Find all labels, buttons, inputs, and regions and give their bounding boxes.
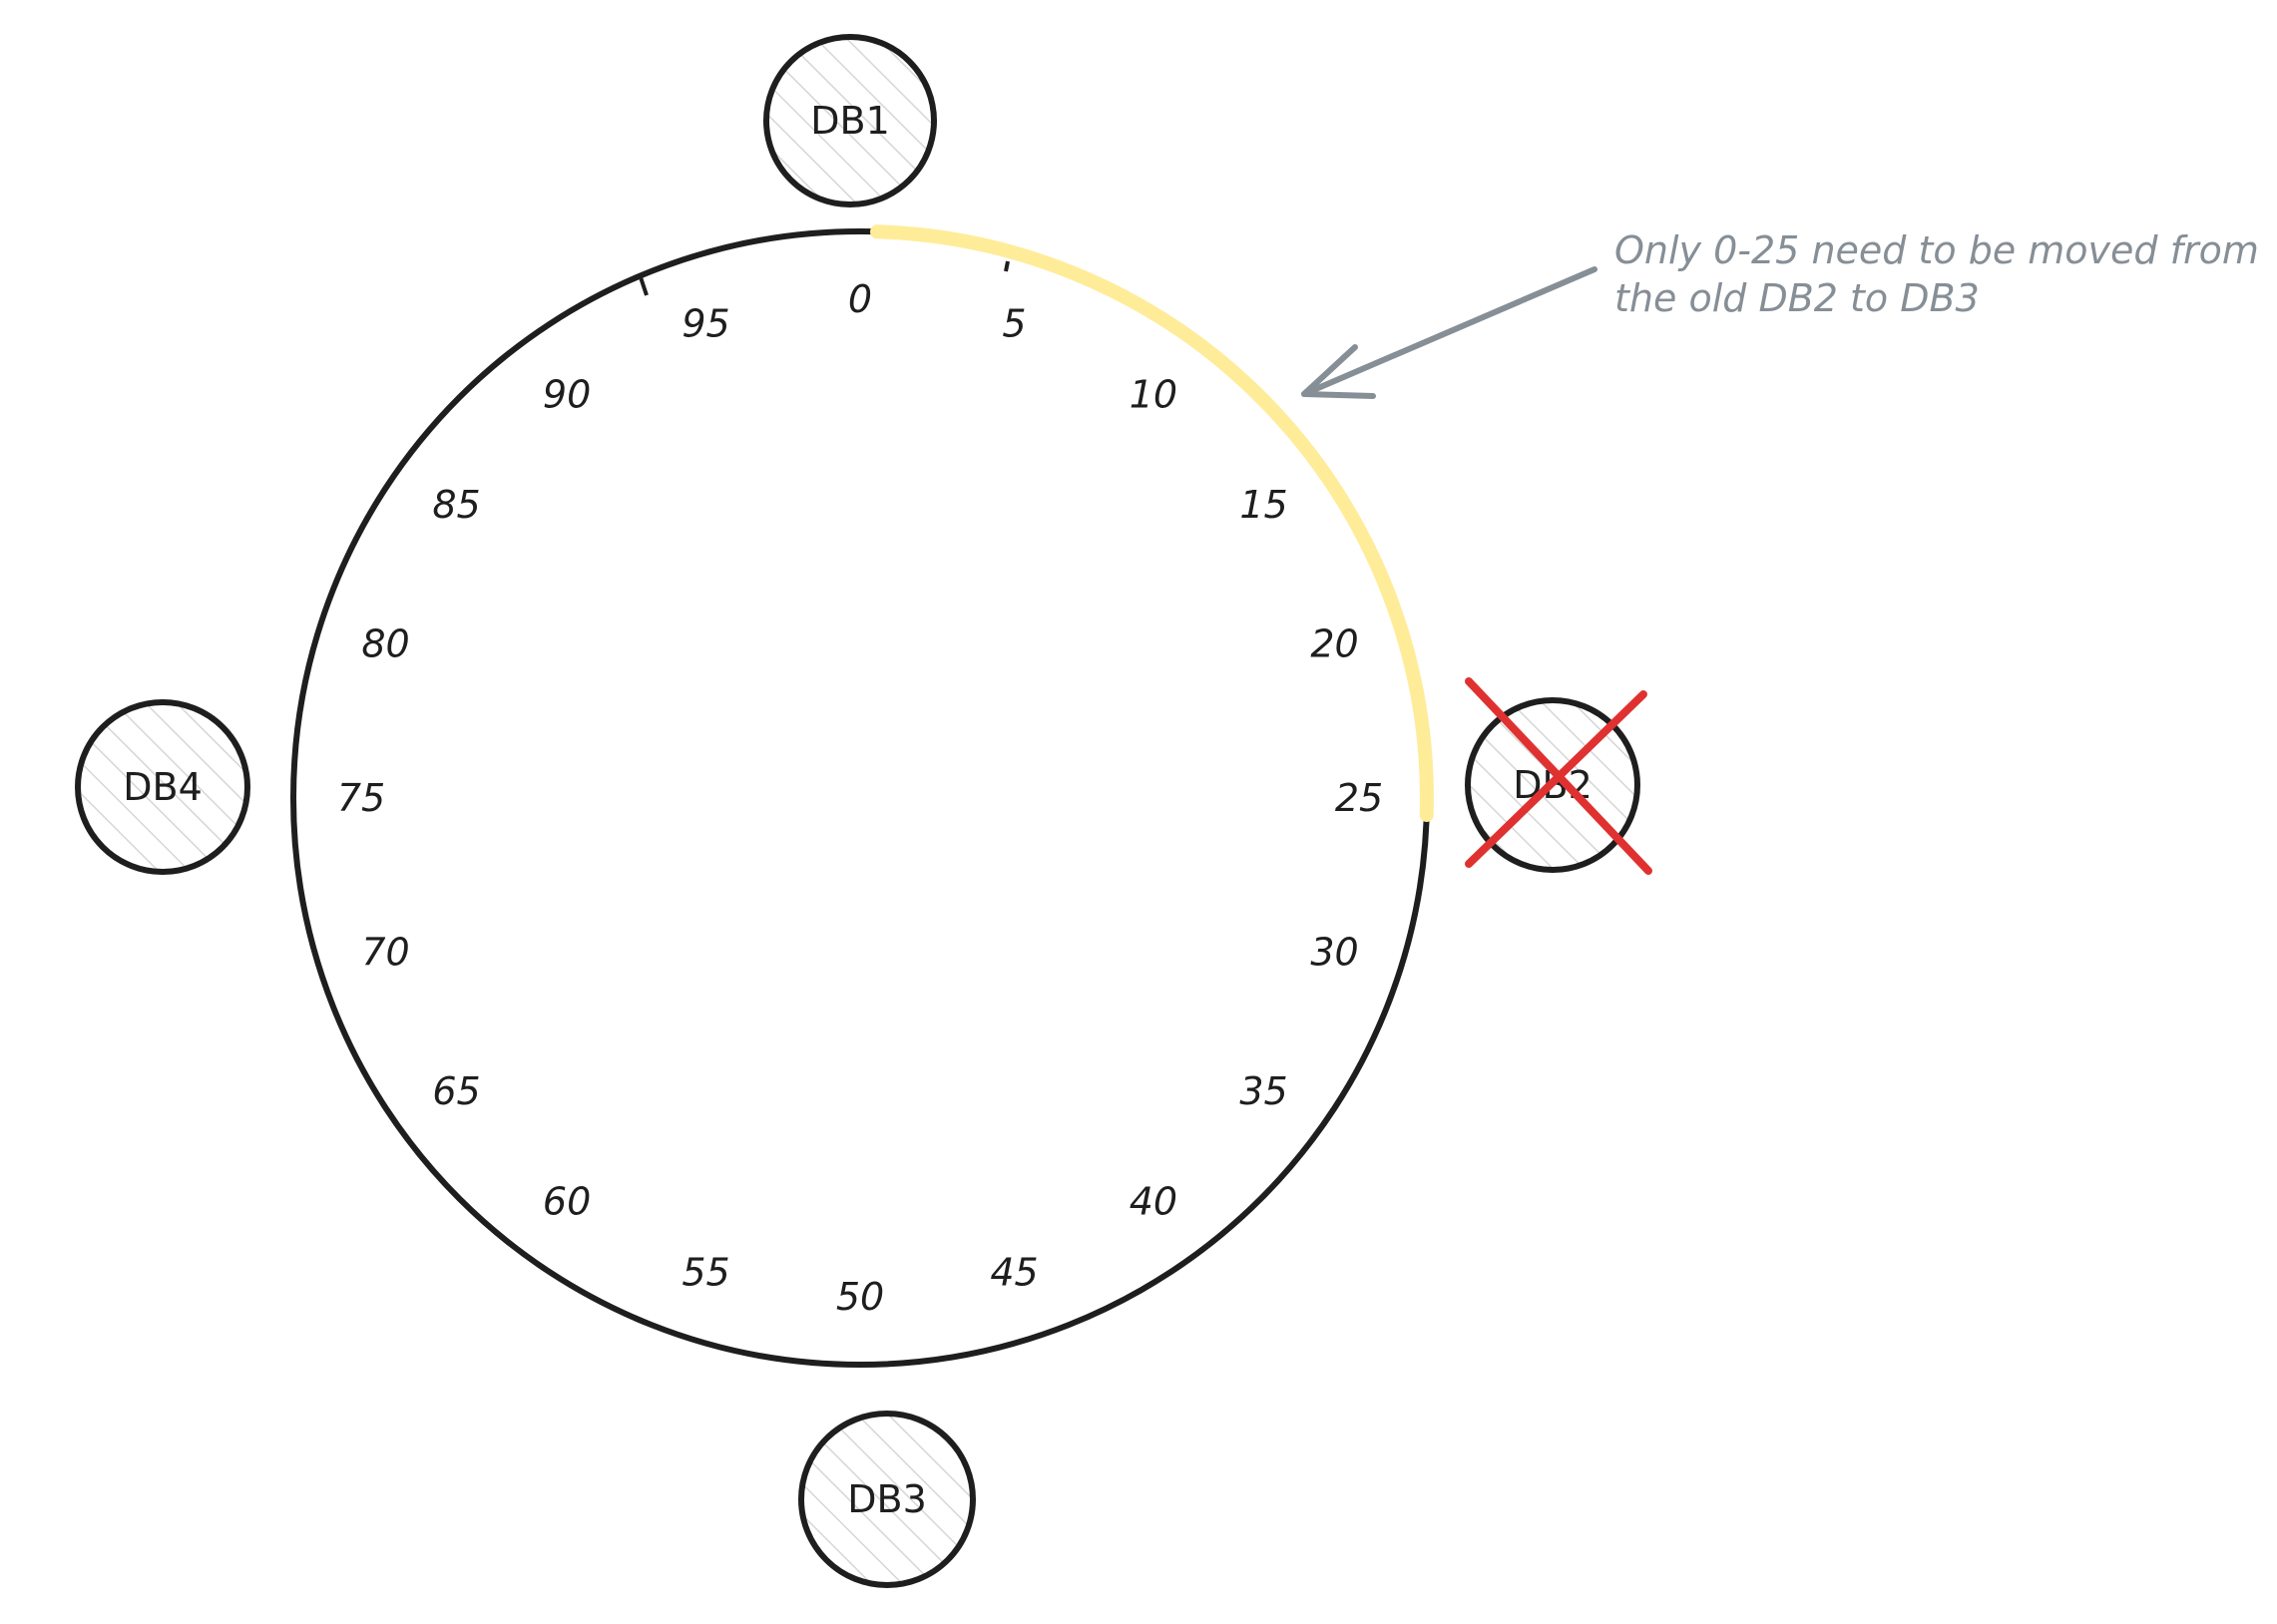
ring-tick-label: 60 bbox=[543, 1180, 591, 1224]
ring-tick-label: 75 bbox=[337, 776, 385, 820]
ring-tick-mark bbox=[639, 276, 649, 296]
ring-tick-label: 40 bbox=[1130, 1180, 1177, 1224]
ring-tick-label: 30 bbox=[1310, 931, 1358, 975]
ring-tick-label: 45 bbox=[990, 1251, 1038, 1295]
ring-tick-label: 15 bbox=[1239, 483, 1287, 527]
ring-tick-labels: 0 5 10 15 20 25 30 35 40 45 50 55 60 65 70 75 80 85 90 95 bbox=[337, 277, 1383, 1319]
ring-tick-label: 5 bbox=[1002, 302, 1026, 346]
ring-tick-mark bbox=[1004, 260, 1010, 272]
node-db3-label: DB3 bbox=[847, 1477, 927, 1521]
node-db3: DB3 bbox=[798, 1411, 976, 1588]
ring-tick-label: 25 bbox=[1335, 776, 1383, 820]
removed-cross-icon bbox=[1465, 677, 1652, 875]
ring-tick-label: 95 bbox=[682, 302, 729, 346]
annotation-arrow-icon bbox=[1301, 266, 1597, 399]
node-db1-label: DB1 bbox=[810, 99, 890, 143]
ring-tick-label: 20 bbox=[1310, 622, 1358, 666]
ring-tick-label: 90 bbox=[543, 373, 591, 417]
ring-tick-label: 70 bbox=[361, 931, 409, 975]
node-db3-circle bbox=[798, 1411, 976, 1588]
ring-tick-label: 80 bbox=[361, 622, 409, 666]
node-db4: DB4 bbox=[75, 699, 250, 875]
ring-tick-label: 85 bbox=[432, 483, 480, 527]
ring-tick-label: 10 bbox=[1130, 373, 1177, 417]
ring-tick-label: 35 bbox=[1239, 1069, 1287, 1113]
annotation-note: Only 0-25 need to be moved from the old … bbox=[1614, 228, 2259, 320]
moved-range-highlight bbox=[870, 224, 1434, 822]
ring-tick-label: 50 bbox=[836, 1275, 884, 1319]
ring-tick-label: 65 bbox=[432, 1069, 480, 1113]
node-db1-circle bbox=[763, 34, 937, 207]
node-db4-label: DB4 bbox=[123, 765, 203, 809]
node-db1: DB1 bbox=[763, 34, 937, 207]
node-db4-circle bbox=[75, 699, 250, 875]
node-db2: DB2 bbox=[1465, 677, 1652, 875]
ring-tick-label: 0 bbox=[848, 277, 872, 321]
ring-tick-label: 55 bbox=[682, 1251, 729, 1295]
annotation-line-1: Only 0-25 need to be moved from bbox=[1614, 228, 2259, 272]
annotation-line-2: the old DB2 to DB3 bbox=[1614, 276, 1980, 320]
